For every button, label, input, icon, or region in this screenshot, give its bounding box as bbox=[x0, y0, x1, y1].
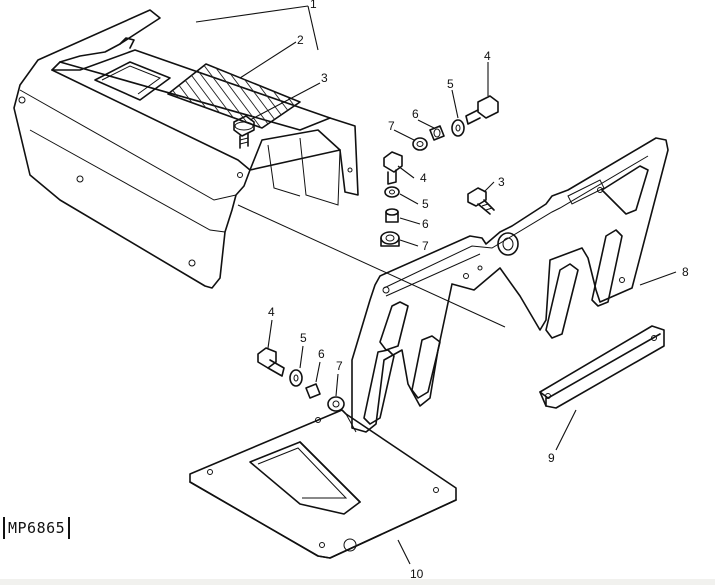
hardware-stack-middle bbox=[380, 151, 403, 247]
callout-6-upper: 6 bbox=[412, 107, 419, 121]
figure-code-label: MP6865 bbox=[3, 517, 71, 539]
upper-cowl-shroud bbox=[13, 9, 506, 328]
leader-lines bbox=[195, 5, 677, 565]
floor-plate bbox=[189, 409, 457, 559]
callout-7-lower: 7 bbox=[336, 359, 343, 373]
callout-9: 9 bbox=[548, 451, 555, 465]
screw-3-upper bbox=[233, 115, 255, 149]
callout-10: 10 bbox=[410, 567, 424, 581]
screw-3-right bbox=[467, 187, 495, 215]
callout-6-middle: 6 bbox=[422, 217, 429, 231]
main-bracket-frame bbox=[351, 137, 669, 433]
callout-3-upper: 3 bbox=[321, 71, 328, 85]
callout-6-lower: 6 bbox=[318, 347, 325, 361]
callout-4-lower: 4 bbox=[268, 305, 275, 319]
callout-labels: 1 2 3 4 5 6 7 4 5 6 7 3 8 9 4 5 6 7 10 bbox=[268, 0, 689, 581]
callout-7-upper: 7 bbox=[388, 119, 395, 133]
callout-4-middle: 4 bbox=[420, 171, 427, 185]
bottom-margin-strip bbox=[0, 579, 715, 585]
callout-5-lower: 5 bbox=[300, 331, 307, 345]
callout-2: 2 bbox=[297, 33, 304, 47]
callout-3-right: 3 bbox=[498, 175, 505, 189]
hardware-stack-upper-right bbox=[412, 95, 499, 151]
callout-4-upper: 4 bbox=[484, 49, 491, 63]
hardware-stack-lower bbox=[257, 347, 345, 412]
callout-8: 8 bbox=[682, 265, 689, 279]
callout-7-middle: 7 bbox=[422, 239, 429, 253]
callout-5-upper: 5 bbox=[447, 77, 454, 91]
angle-bar bbox=[539, 325, 665, 409]
callout-1: 1 bbox=[310, 0, 317, 11]
callout-5-middle: 5 bbox=[422, 197, 429, 211]
